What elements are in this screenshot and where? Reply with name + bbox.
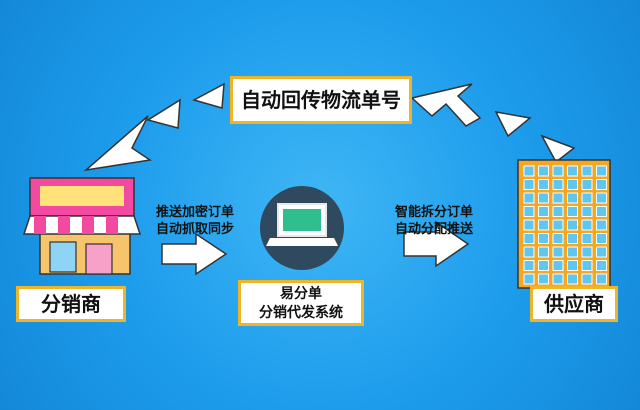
left-flow-line2: 自动抓取同步 [155, 222, 234, 237]
building-window [538, 179, 549, 190]
building-window [552, 165, 564, 177]
building-window [581, 260, 593, 271]
store-icon [22, 177, 142, 275]
building-window [538, 206, 549, 217]
right-arrow-icon [161, 232, 228, 276]
building-window [581, 192, 593, 204]
building-window [567, 206, 578, 217]
building-window [552, 273, 564, 285]
top-label: 自动回传物流单号 [241, 88, 401, 112]
building-window [538, 273, 549, 285]
building-window [596, 192, 607, 204]
building-window [567, 165, 578, 177]
building-window [523, 233, 535, 244]
chevron-arrow-icon [540, 134, 576, 164]
building-window [552, 219, 564, 231]
building-window [523, 246, 535, 258]
building-window [523, 219, 535, 231]
return-arrow-right-chain [410, 83, 576, 164]
center-label-line1: 易分单 [280, 286, 322, 302]
building-window [567, 192, 578, 204]
chevron-arrow-icon [146, 98, 181, 129]
building-window [596, 219, 607, 231]
left-flow-line1: 推送加密订单 [155, 205, 234, 220]
building-window [596, 206, 607, 217]
building-window [567, 179, 578, 190]
building-window [523, 206, 535, 217]
building-window [581, 246, 593, 258]
building-window [552, 260, 564, 271]
building-window [538, 233, 549, 244]
building-window [596, 260, 607, 271]
right-flow-caption: 智能拆分订单 自动分配推送 [390, 204, 478, 238]
building-window [523, 273, 535, 285]
building-window [523, 260, 535, 271]
supplier-label-box: 供应商 [530, 286, 618, 322]
building-window [538, 260, 549, 271]
building-window [596, 165, 607, 177]
distributor-label: 分销商 [41, 292, 101, 316]
chevron-arrow-icon [192, 82, 225, 109]
building-window [538, 165, 549, 177]
building-window [567, 260, 578, 271]
building-icon [517, 159, 611, 289]
building-window [552, 179, 564, 190]
building-window [581, 206, 593, 217]
center-label-box: 易分单 分销代发系统 [238, 280, 364, 326]
building-window [523, 179, 535, 190]
return-arrow-left-chain [83, 82, 225, 172]
big-arrow-icon [410, 83, 482, 127]
top-label-box: 自动回传物流单号 [230, 76, 412, 124]
right-flow-line1: 智能拆分订单 [394, 205, 473, 220]
building-window [581, 179, 593, 190]
building-window [552, 192, 564, 204]
building-window [538, 192, 549, 204]
building-window [581, 233, 593, 244]
supplier-label: 供应商 [544, 292, 604, 316]
building-window [567, 233, 578, 244]
building-window [581, 165, 593, 177]
building-window [567, 273, 578, 285]
right-arrow-icon [403, 220, 470, 268]
distributor-label-box: 分销商 [16, 286, 126, 322]
building-window [552, 233, 564, 244]
building-window [596, 233, 607, 244]
building-window [523, 165, 535, 177]
center-label-line2: 分销代发系统 [259, 305, 343, 321]
laptop-icon [260, 186, 344, 270]
building-window [552, 246, 564, 258]
building-window [538, 219, 549, 231]
building-window [538, 246, 549, 258]
building-window [523, 192, 535, 204]
building-window [567, 246, 578, 258]
building-window [581, 273, 593, 285]
building-window [552, 206, 564, 217]
chevron-arrow-icon [494, 111, 532, 138]
right-flow-line2: 自动分配推送 [394, 222, 473, 237]
building-window [567, 219, 578, 231]
left-flow-caption: 推送加密订单 自动抓取同步 [152, 204, 238, 238]
building-window [596, 273, 607, 285]
building-window [581, 219, 593, 231]
building-window [596, 179, 607, 190]
big-arrow-icon [83, 115, 153, 172]
building-window [596, 246, 607, 258]
